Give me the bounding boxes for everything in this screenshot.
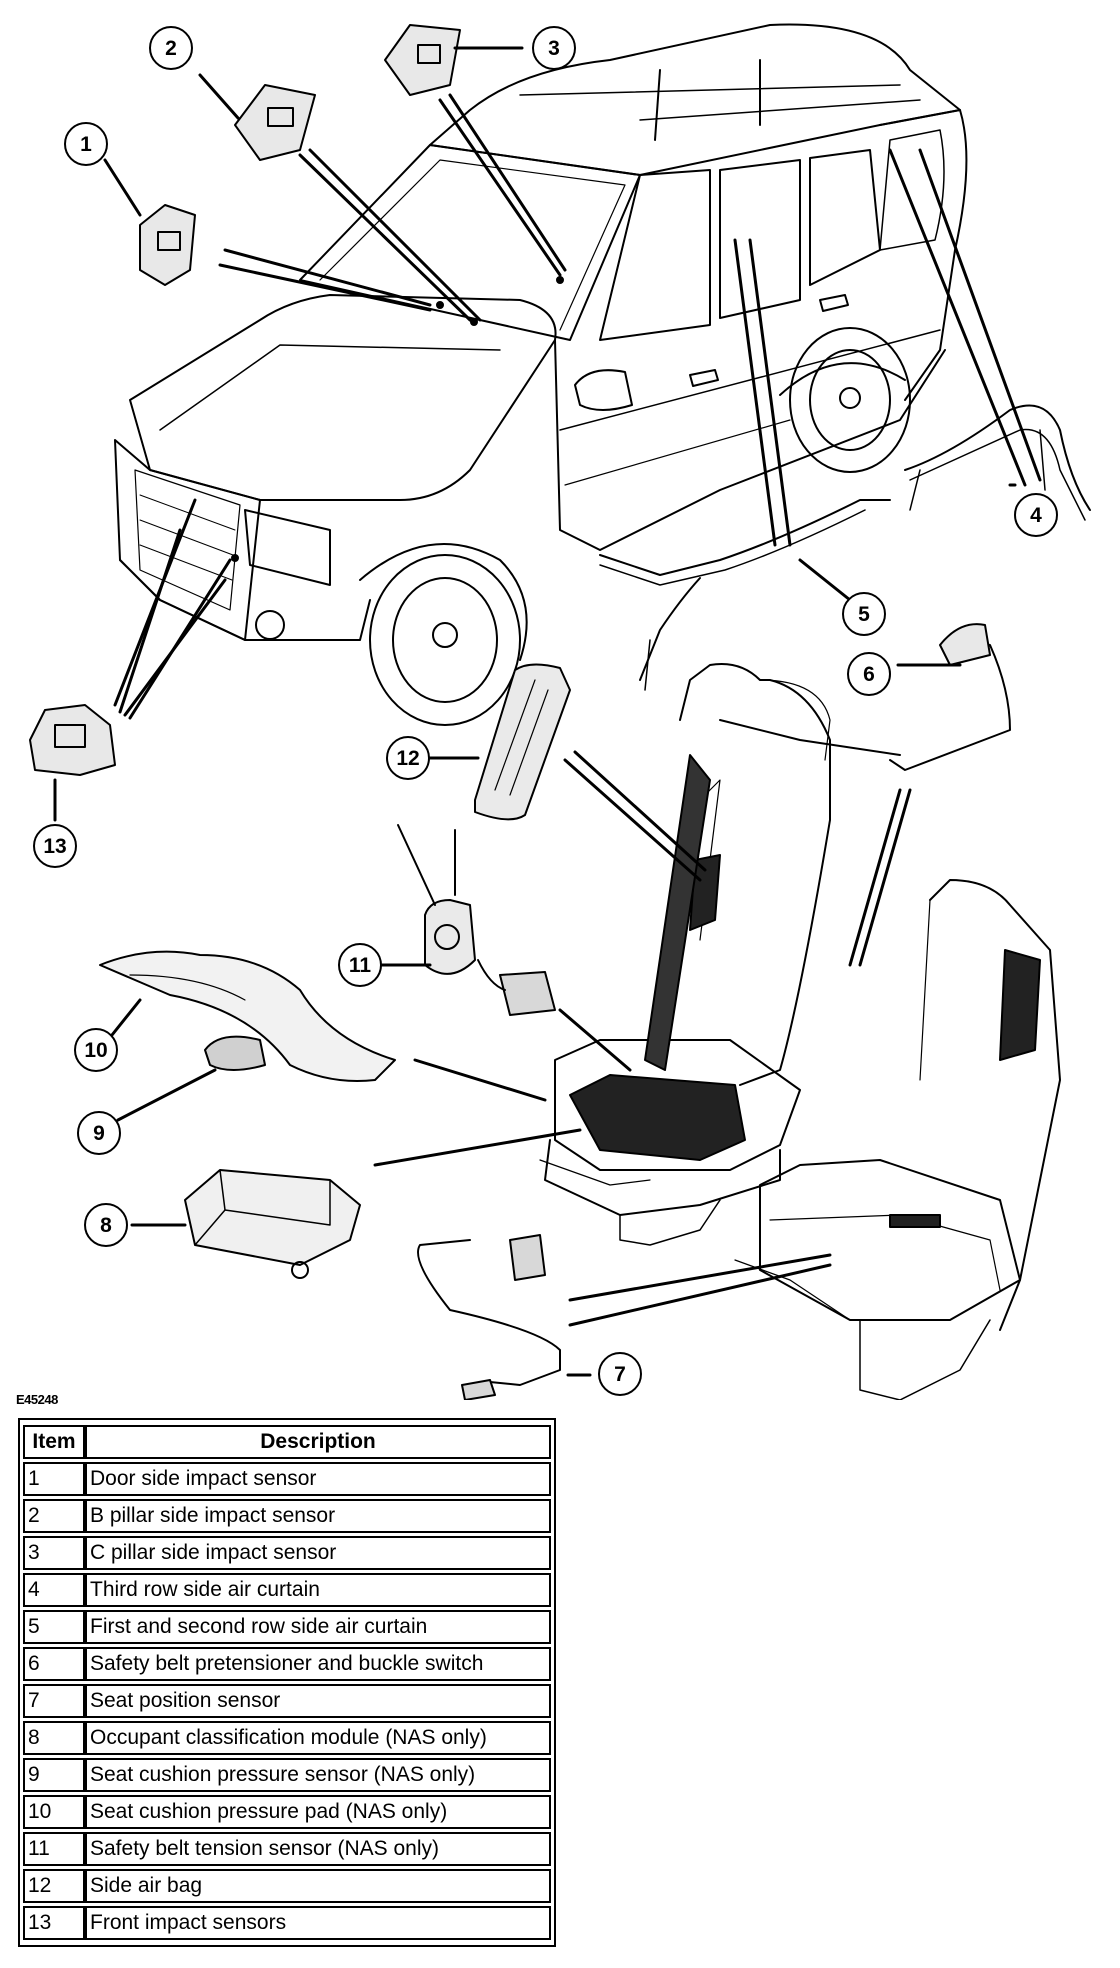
callout-7: 7: [598, 1352, 642, 1396]
legend-description: Seat cushion pressure pad (NAS only): [85, 1795, 551, 1829]
legend-description: Third row side air curtain: [85, 1573, 551, 1607]
legend-item: 9: [23, 1758, 85, 1792]
legend-description: Safety belt pretensioner and buckle swit…: [85, 1647, 551, 1681]
svg-text:3: 3: [548, 37, 560, 60]
callout-13: 13: [33, 824, 77, 868]
legend-description: Occupant classification module (NAS only…: [85, 1721, 551, 1755]
legend-item: 12: [23, 1869, 85, 1903]
legend-description: Door side impact sensor: [85, 1462, 551, 1496]
svg-text:2: 2: [165, 37, 177, 60]
legend-item: 5: [23, 1610, 85, 1644]
legend-header-description: Description: [85, 1425, 551, 1459]
legend-header-item: Item: [23, 1425, 85, 1459]
svg-text:8: 8: [100, 1214, 112, 1237]
legend-item: 13: [23, 1906, 85, 1940]
legend-item: 11: [23, 1832, 85, 1866]
svg-text:9: 9: [93, 1122, 105, 1145]
legend-description: Seat position sensor: [85, 1684, 551, 1718]
callout-12: 12: [386, 736, 430, 780]
svg-text:12: 12: [396, 747, 419, 770]
seat-cushion-pressure-pad: [99, 950, 396, 1082]
legend-item: 1: [23, 1462, 85, 1496]
legend-description: Front impact sensors: [85, 1906, 551, 1940]
leader-lines: [53, 46, 1042, 1377]
legend-description: Side air bag: [85, 1869, 551, 1903]
c-pillar-side-impact-sensor: [384, 24, 461, 96]
legend-description: Seat cushion pressure sensor (NAS only): [85, 1758, 551, 1792]
callout-11: 11: [338, 943, 382, 987]
legend-item: 2: [23, 1499, 85, 1533]
legend-description: First and second row side air curtain: [85, 1610, 551, 1644]
third-row-side-air-curtain: [904, 404, 1091, 521]
callout-4: 4: [1014, 493, 1058, 537]
legend-item: 6: [23, 1647, 85, 1681]
legend-item: 10: [23, 1795, 85, 1829]
seat-position-sensor: [417, 1234, 561, 1400]
svg-text:7: 7: [614, 1363, 626, 1386]
legend-description: C pillar side impact sensor: [85, 1536, 551, 1570]
svg-text:5: 5: [858, 603, 870, 626]
legend-description: Safety belt tension sensor (NAS only): [85, 1832, 551, 1866]
legend-item: 8: [23, 1721, 85, 1755]
callout-5: 5: [842, 592, 886, 636]
legend-description: B pillar side impact sensor: [85, 1499, 551, 1533]
callout-3: 3: [532, 26, 576, 70]
callout-9: 9: [77, 1111, 121, 1155]
seat-cushion-pressure-sensor: [204, 1035, 266, 1071]
legend-item: 4: [23, 1573, 85, 1607]
legend-item: 7: [23, 1684, 85, 1718]
legend-header-row: Item Description: [23, 1425, 551, 1459]
vehicle-illustration: [114, 23, 968, 726]
svg-text:6: 6: [863, 663, 875, 686]
b-pillar-side-impact-sensor: [234, 84, 316, 161]
side-air-bag: [474, 663, 571, 821]
callout-2: 2: [149, 26, 193, 70]
front-seat-illustration: [539, 663, 1061, 1400]
figure-id: E45248: [16, 1392, 58, 1407]
svg-text:1: 1: [80, 133, 92, 156]
safety-belt-pretensioner-and-buckle-switch: [719, 623, 1011, 771]
svg-text:10: 10: [84, 1039, 107, 1062]
first-and-second-row-side-air-curtain: [599, 499, 891, 691]
callout-6: 6: [847, 652, 891, 696]
callout-1: 1: [64, 122, 108, 166]
front-impact-sensor: [29, 704, 116, 776]
safety-belt-tension-sensor: [397, 824, 556, 1016]
legend-item: 3: [23, 1536, 85, 1570]
component-location-diagram: 1 2 3 4 5 6 7 8 9 10 11 12: [29, 23, 1091, 1400]
svg-text:11: 11: [349, 954, 372, 977]
door-side-impact-sensor: [139, 204, 196, 286]
svg-text:4: 4: [1030, 504, 1042, 527]
callout-8: 8: [84, 1203, 128, 1247]
svg-text:13: 13: [43, 835, 66, 858]
occupant-classification-module: [184, 1169, 361, 1279]
callout-10: 10: [74, 1028, 118, 1072]
